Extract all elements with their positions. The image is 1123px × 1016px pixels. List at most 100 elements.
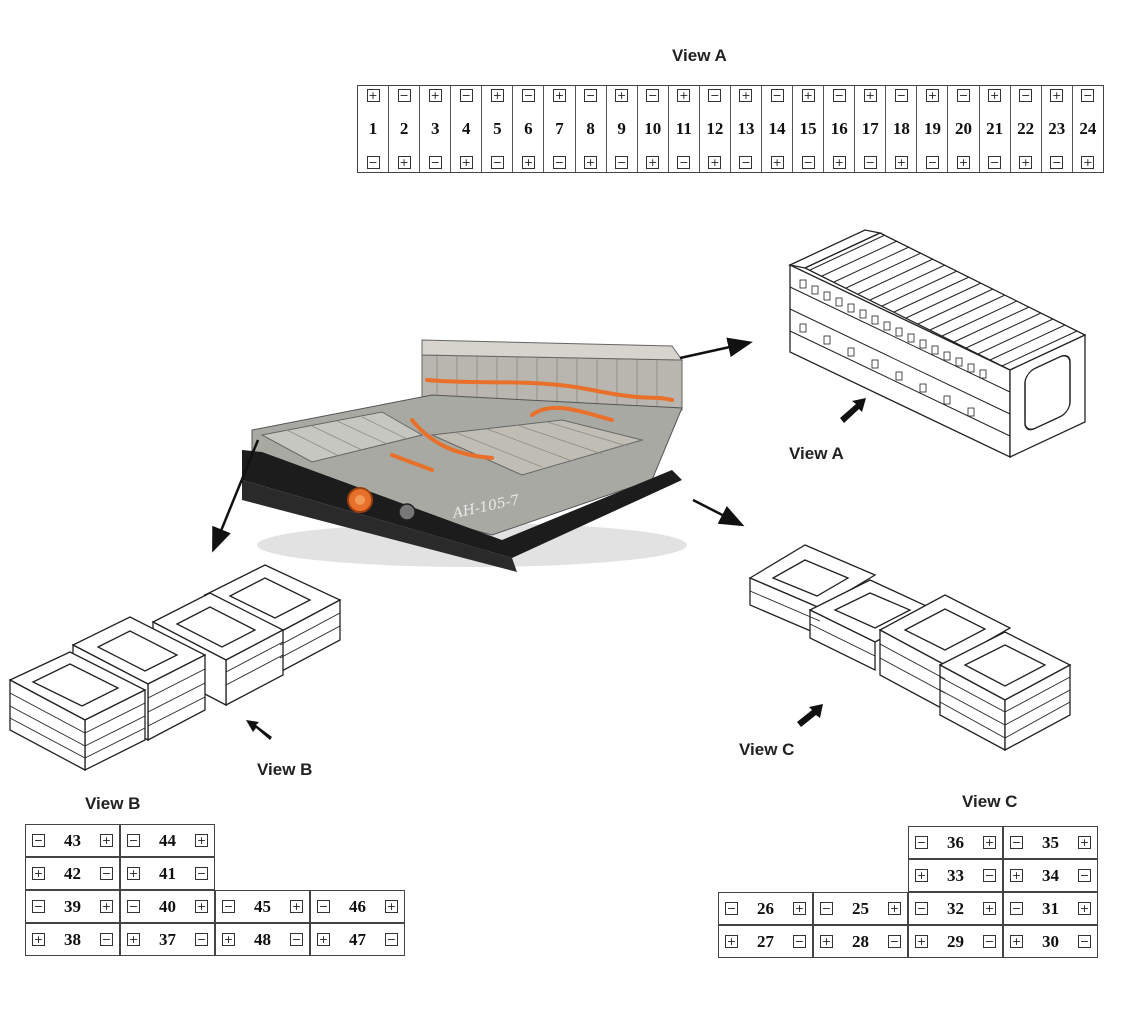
minus-terminal-icon: − [1081,89,1095,102]
view-c-cell-30: +30− [1003,925,1098,958]
view-b-cell-48: +48− [215,923,310,956]
view-a-cell-13: +13− [729,86,761,172]
minus-terminal-icon: − [915,836,928,849]
plus-terminal-icon: + [553,89,566,102]
plus-terminal-icon: + [894,156,908,169]
view-a-cell-14: −14+ [761,86,792,172]
minus-terminal-icon: − [677,156,691,169]
plus-terminal-icon: + [615,89,629,102]
cell-number: 6 [524,119,533,138]
plus-terminal-icon: + [100,900,113,913]
cell-number: 13 [737,119,755,138]
minus-terminal-icon: − [490,156,504,169]
plus-terminal-icon: + [490,89,504,102]
plus-terminal-icon: + [127,867,140,880]
minus-terminal-icon: − [385,933,398,946]
view-a-terminal-table: +1−−2++3−−4++5−−6++7−−8++9−−10++11−−12++… [357,85,1104,173]
plus-terminal-icon: + [459,156,473,169]
cell-number: 10 [644,119,662,138]
arrow-to-view-c-module [692,498,745,527]
cell-number: 48 [254,929,271,949]
plus-terminal-icon: + [820,935,833,948]
view-b-cell-44: −44+ [120,824,215,857]
minus-terminal-icon: − [428,156,442,169]
plus-terminal-icon: + [957,156,971,169]
plus-terminal-icon: + [801,89,815,102]
view-c-cell-35: −35+ [1003,826,1098,859]
view-a-module-drawing [787,229,1087,459]
battery-pack-photo: AH-105-7 [242,339,687,572]
plus-terminal-icon: + [1010,869,1023,882]
plus-terminal-icon: + [832,156,846,169]
view-b-cell-46: −46+ [310,890,405,923]
plus-terminal-icon: + [521,156,535,169]
view-c-label: View C [739,740,795,759]
view-c-title: View C [962,792,1018,811]
cell-number: 31 [1042,898,1059,918]
view-b-terminal-table: −43+−44++42−+41−−39+−40+−45+−46++38−+37−… [25,824,407,960]
cell-number: 2 [399,119,409,138]
plus-terminal-icon: + [915,869,928,882]
cell-number: 24 [1079,119,1097,138]
minus-terminal-icon: − [195,867,208,880]
view-c-modules-drawing [748,544,1072,752]
view-a-cell-4: −4+ [450,86,481,172]
cell-number: 28 [852,931,869,951]
cell-number: 41 [159,863,176,883]
minus-terminal-icon: − [925,156,939,169]
plus-terminal-icon: + [290,900,303,913]
cell-number: 12 [706,119,724,138]
cell-number: 25 [852,898,869,918]
view-a-cell-23: +23− [1040,86,1072,172]
view-b-cell-41: +41 − [120,857,215,890]
minus-terminal-icon: − [801,156,815,169]
minus-terminal-icon: − [983,935,996,948]
view-a-cell-2: −2+ [388,86,419,172]
plus-terminal-icon: + [32,933,45,946]
cell-number: 47 [349,929,366,949]
cell-number: 18 [892,119,910,138]
cell-number: 46 [349,896,366,916]
minus-terminal-icon: − [1010,836,1023,849]
view-b-cell-37: +37− [120,923,215,956]
view-c-cell-27: +27− [718,925,813,958]
cell-number: 45 [254,896,271,916]
cell-number: 35 [1042,832,1059,852]
plus-terminal-icon: + [646,156,660,169]
cell-number: 8 [586,119,595,138]
minus-terminal-icon: − [1010,902,1023,915]
plus-terminal-icon: + [32,867,45,880]
minus-terminal-icon: − [739,156,753,169]
minus-terminal-icon: − [983,869,996,882]
cell-number: 38 [64,929,81,949]
minus-terminal-icon: − [915,902,928,915]
plus-terminal-icon: + [983,836,996,849]
plus-terminal-icon: + [127,933,140,946]
view-c-cell-26: −26+ [718,892,813,925]
minus-terminal-icon: − [222,900,235,913]
minus-terminal-icon: − [317,900,330,913]
view-a-cell-24: − 24 + [1071,86,1103,172]
cell-number: 26 [757,898,774,918]
minus-terminal-icon: − [366,156,380,169]
cell-number: 15 [799,119,817,138]
plus-terminal-icon: + [915,935,928,948]
view-a-cell-1: +1− [358,86,388,172]
minus-terminal-icon: − [1078,869,1091,882]
minus-terminal-icon: − [770,89,784,102]
minus-terminal-icon: − [1078,935,1091,948]
view-a-label: View A [789,444,844,463]
plus-terminal-icon: + [1081,156,1095,169]
cell-number: 44 [159,830,176,850]
plus-terminal-icon: + [725,935,738,948]
cell-number: 9 [617,119,626,138]
plus-terminal-icon: + [195,834,208,847]
cell-number: 30 [1042,931,1059,951]
view-a-cell-10: −10+ [636,86,668,172]
cell-number: 34 [1042,865,1059,885]
minus-terminal-icon: − [127,900,140,913]
plus-terminal-icon: + [863,89,877,102]
minus-terminal-icon: − [957,89,971,102]
plus-terminal-icon: + [925,89,939,102]
minus-terminal-icon: − [988,156,1002,169]
